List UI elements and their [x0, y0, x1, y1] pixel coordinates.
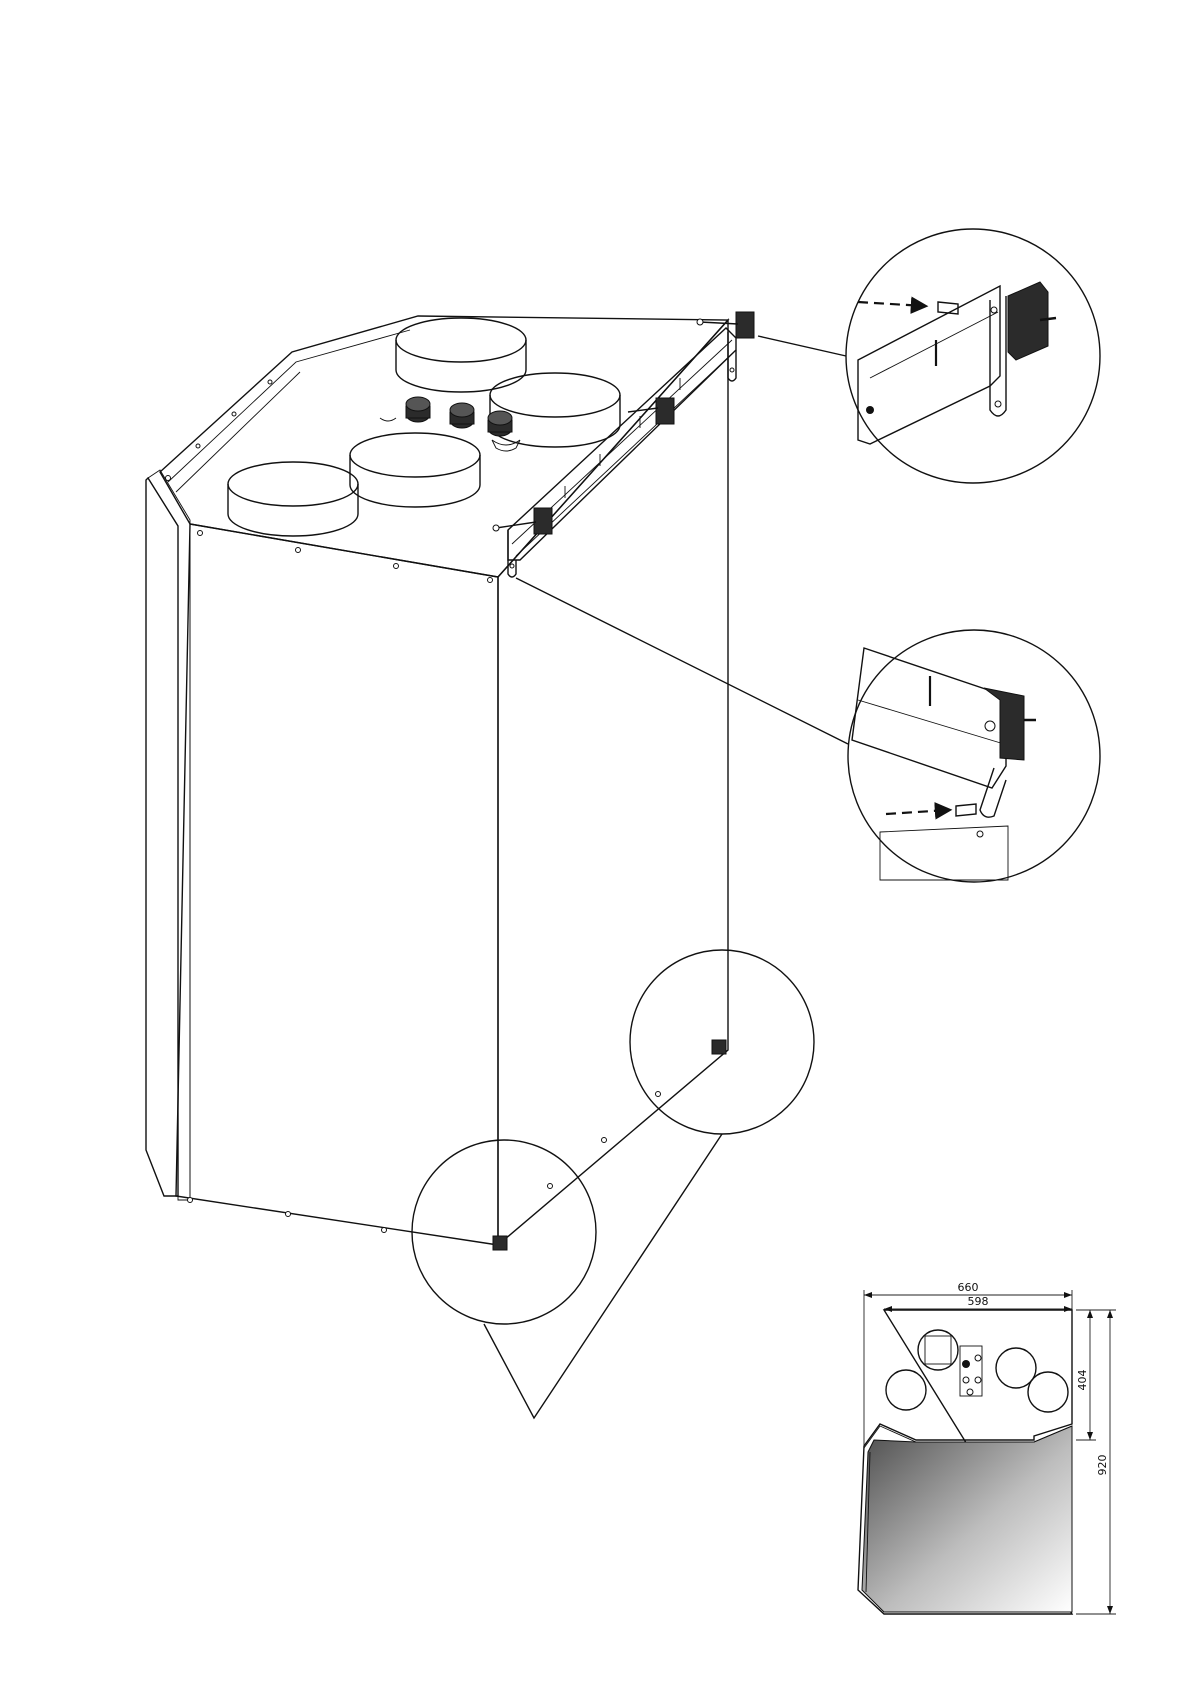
side-bevel-panel	[146, 478, 178, 1196]
ventilation-unit	[146, 316, 728, 1250]
rubber-block	[736, 312, 754, 338]
screw-holes	[166, 380, 661, 1233]
cable-gland	[450, 403, 474, 428]
callout-pointer-v	[484, 1134, 722, 1418]
rubber-block	[534, 508, 552, 534]
rubber-block	[656, 398, 674, 424]
right-side-panel	[498, 320, 728, 1245]
dimension-depth: 404	[1076, 1370, 1089, 1391]
rubber-foot	[493, 1236, 507, 1250]
front-panel	[176, 524, 498, 1245]
top-panel	[160, 316, 728, 577]
rubber-foot	[712, 1040, 726, 1054]
cable-gland	[406, 397, 430, 422]
duct-spigot	[228, 462, 358, 536]
duct-spigot	[350, 433, 480, 507]
dimension-height: 920	[1096, 1455, 1109, 1476]
top-view-drawing: 660 598 404 920	[858, 1281, 1116, 1614]
cable-gland	[488, 411, 512, 436]
detail-callout-foot-front	[412, 1140, 596, 1324]
wall-bracket	[493, 312, 754, 577]
dimension-width-inner: 598	[968, 1295, 989, 1308]
detail-callout-bracket-top	[758, 229, 1100, 483]
detail-callout-bracket-bottom	[516, 578, 1100, 882]
dimension-width-outer: 660	[958, 1281, 979, 1294]
